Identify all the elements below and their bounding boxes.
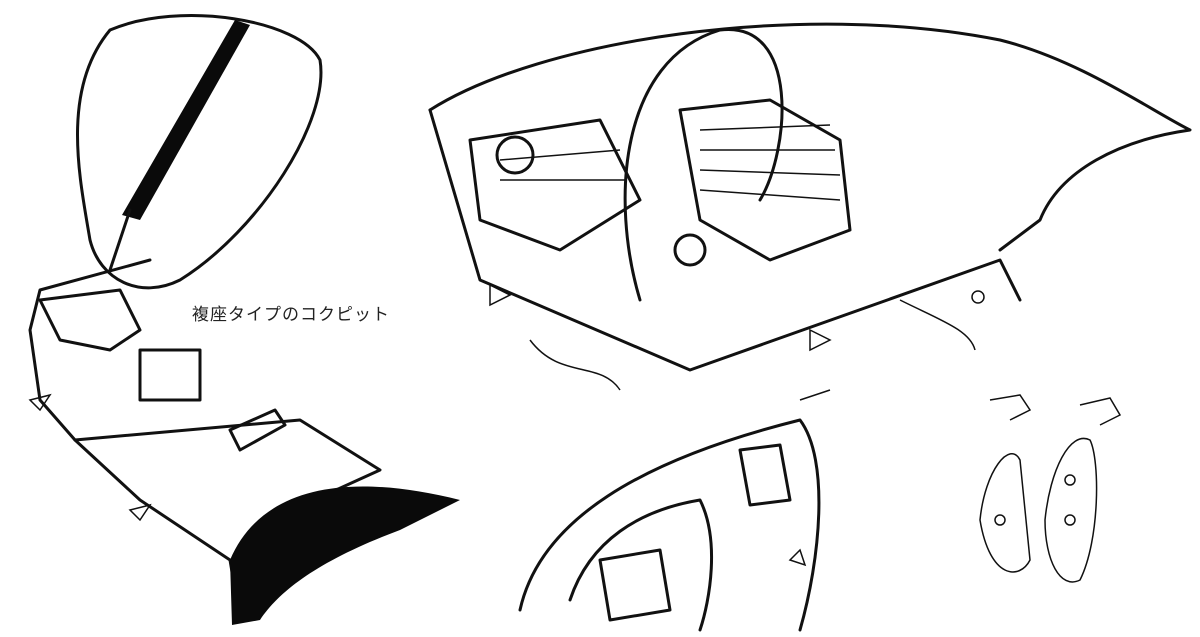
cockpit-caption: 複座タイプのコクピット [192,305,390,325]
open-canopy-cockpit-sketch [28,14,460,625]
tandem-cockpit-sketch [428,22,1192,391]
cockpit-top-view-sketch [518,389,831,632]
seat-layout-sketches [979,394,1122,583]
